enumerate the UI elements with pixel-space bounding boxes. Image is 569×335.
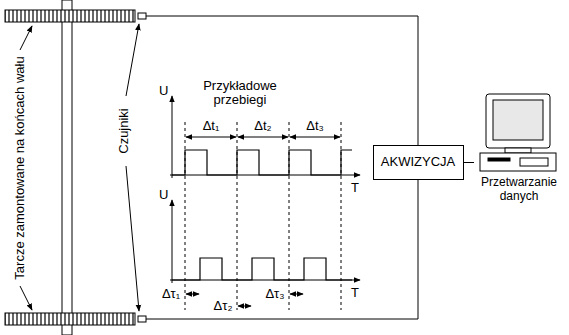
signal-wire: [146, 180, 418, 319]
toothed-disc: [5, 10, 135, 22]
box-label: AKWIZYCJA: [374, 155, 463, 170]
axis-label: T: [350, 286, 360, 300]
dashed-marker: [185, 122, 341, 310]
sensor: [138, 13, 146, 19]
waveform: [172, 150, 352, 175]
axis: [170, 96, 360, 283]
axis-label: U: [158, 84, 169, 98]
caption-text: Przetwarzanie danych: [474, 176, 564, 204]
connector-line: [464, 162, 475, 163]
computer-node: Przetwarzanie danych: [474, 92, 564, 204]
sensor: [138, 316, 146, 322]
interval-label: Δτ₂: [213, 299, 234, 313]
axis-label: T: [350, 181, 360, 195]
interval-label: Δt₂: [253, 119, 272, 133]
interval-label: Δt₁: [202, 119, 221, 133]
waveform: [172, 258, 352, 280]
interval-label: Δτ₃: [264, 287, 285, 301]
shaft: [62, 0, 72, 335]
toothed-disc: [5, 313, 135, 325]
note-label: Przykładowe przebiegi: [189, 79, 291, 108]
computer-icon: [480, 94, 556, 171]
rotated-label: Tarcze zamontowane na końcach wału: [13, 55, 27, 280]
process-box: AKWIZYCJA: [373, 145, 464, 180]
axis-label: U: [158, 188, 169, 202]
interval-label: Δτ₁: [161, 287, 181, 301]
rotated-label: Czujniki: [117, 107, 131, 155]
pointer-arrow: [20, 24, 139, 311]
signal-wire: [146, 16, 418, 145]
interval-arrow: [186, 137, 340, 306]
interval-label: Δt₃: [305, 119, 325, 133]
